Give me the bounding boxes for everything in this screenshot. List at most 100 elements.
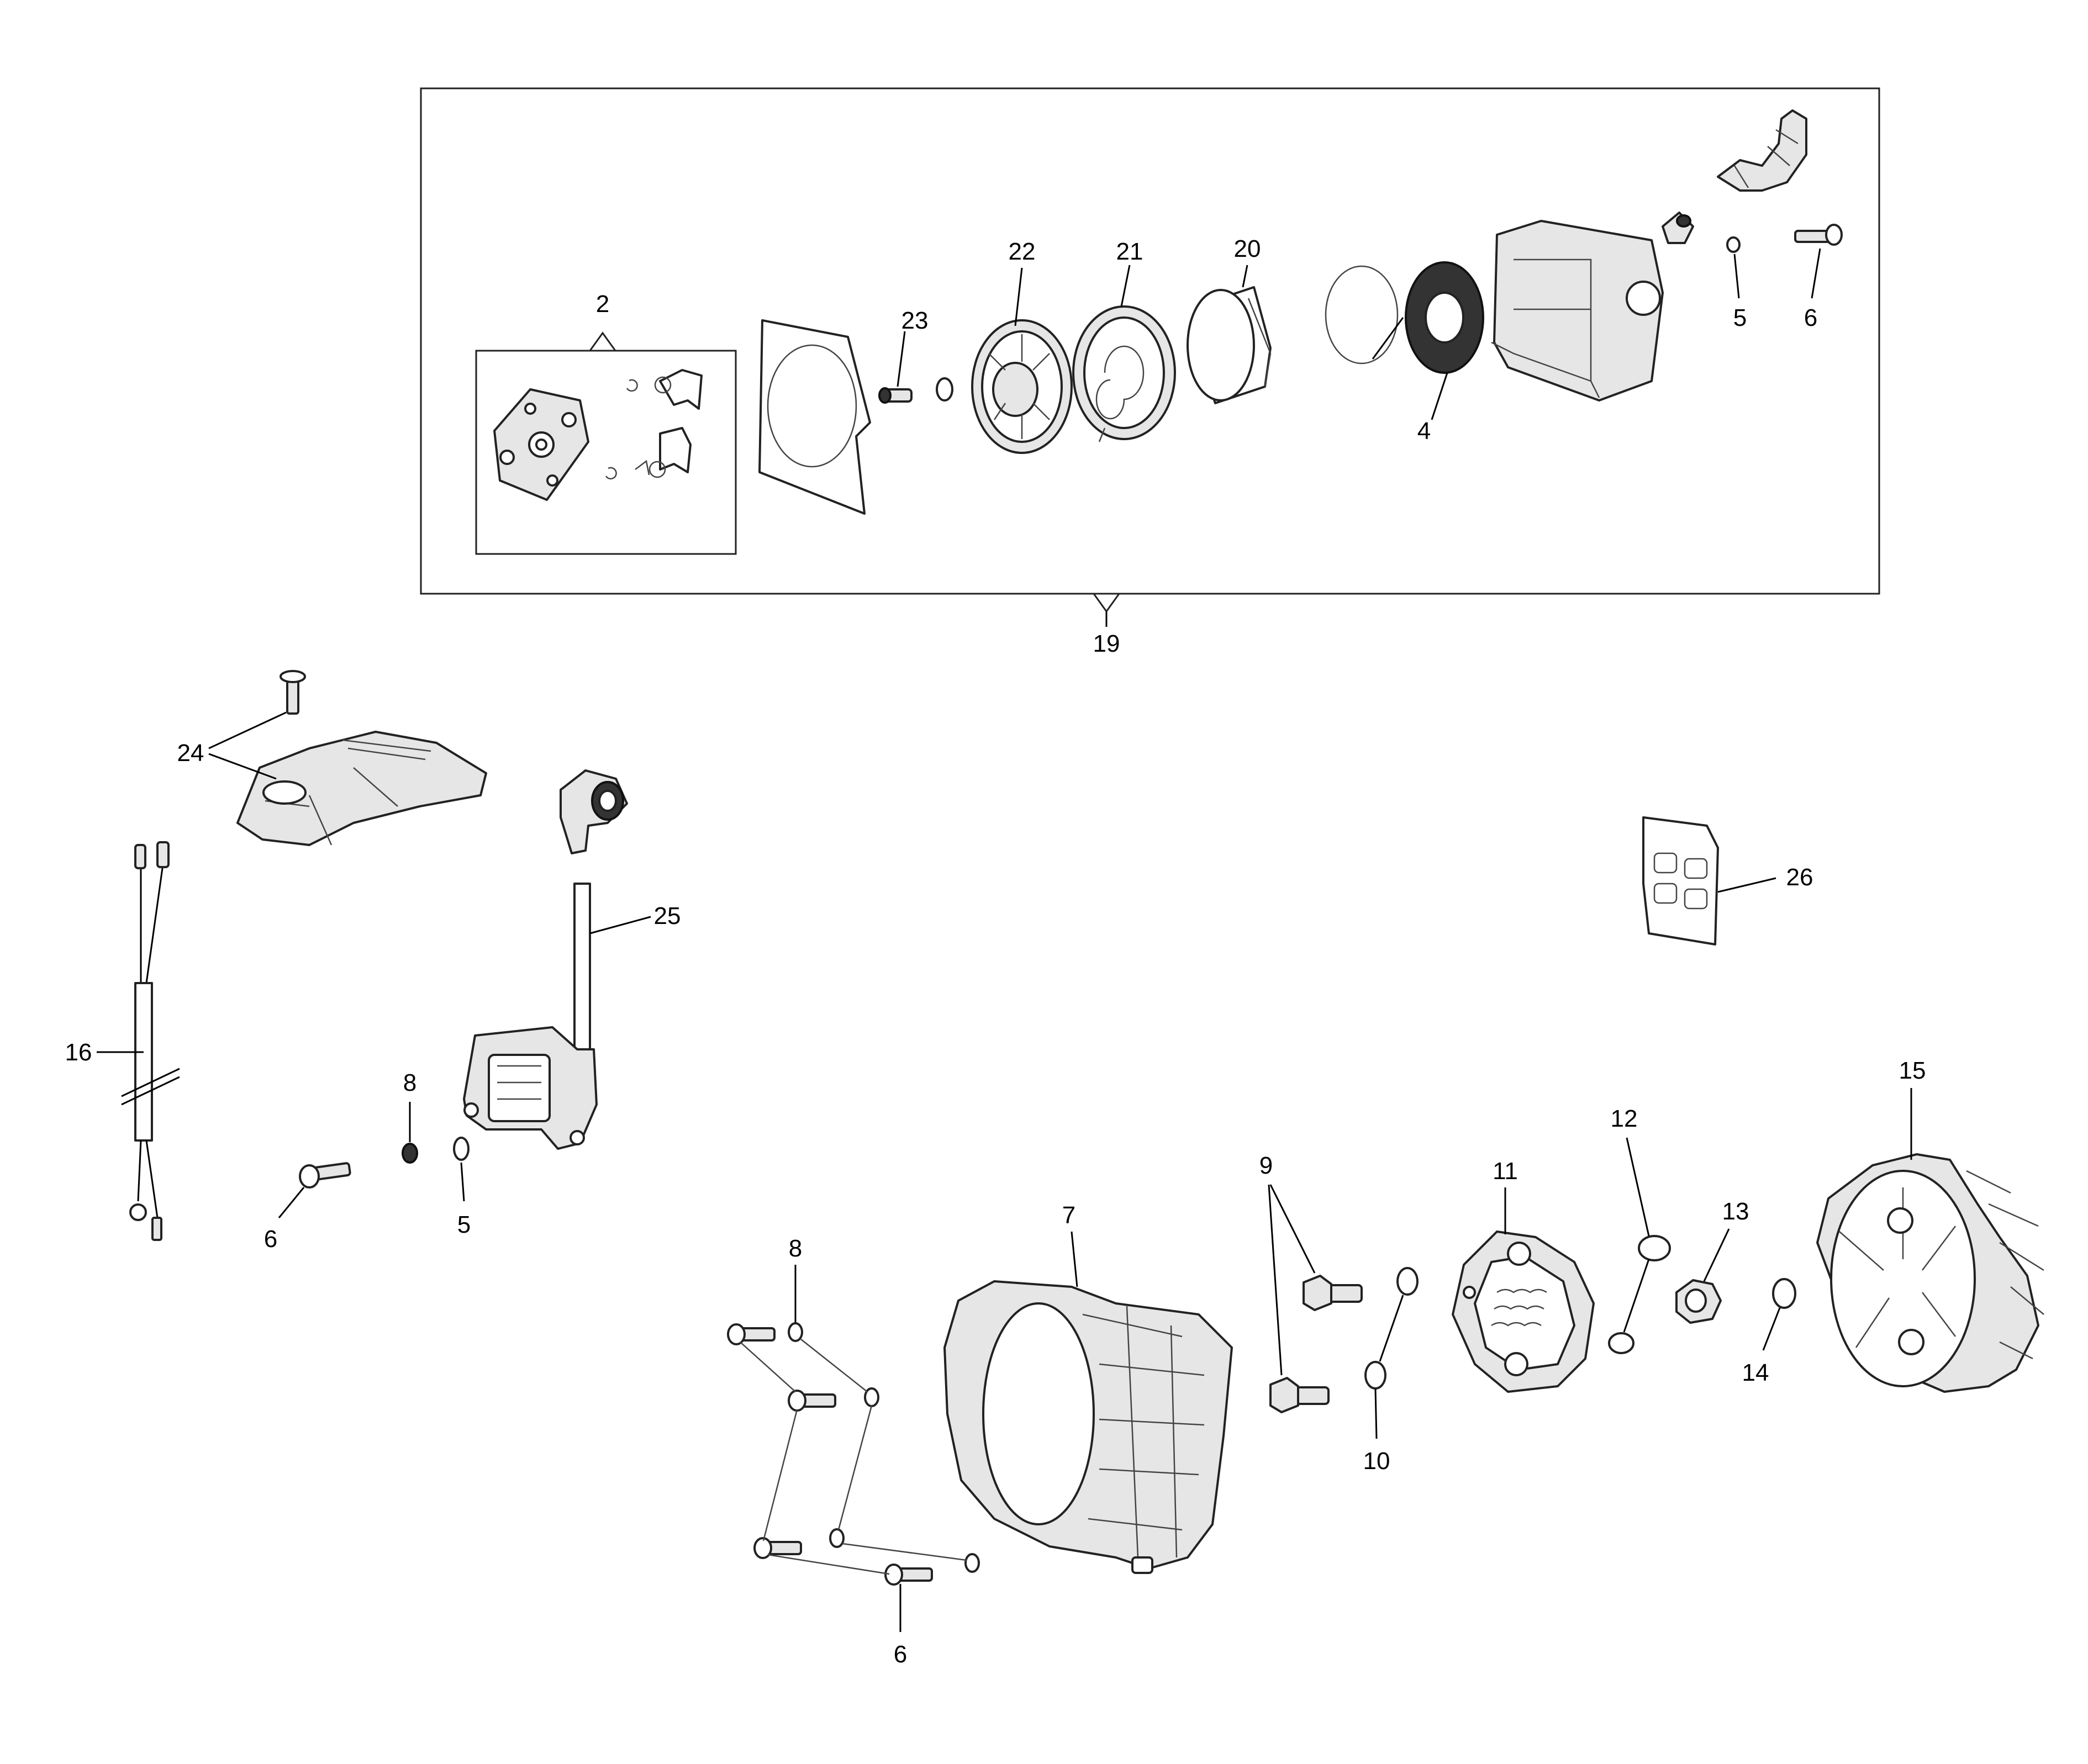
- callout-26-leader: [1717, 877, 1776, 893]
- bolt-6-top: [1794, 224, 1843, 246]
- spark-plug-boot-part: [560, 769, 628, 854]
- washer-10-b: [1364, 1361, 1386, 1390]
- callout-23: 23: [901, 307, 929, 334]
- fan-housing-bolts: 8 6: [727, 1235, 980, 1668]
- callout-15: 15: [1899, 1057, 1926, 1084]
- washer-10-a: [1396, 1267, 1419, 1296]
- callout-24-leader-b: [208, 753, 277, 780]
- washer-8-d: [964, 1553, 980, 1573]
- washer-5-mid: [453, 1137, 470, 1161]
- wiring-harness-16: [121, 841, 180, 1241]
- washer-12-b: [1608, 1332, 1634, 1354]
- seal-4: [1405, 261, 1484, 374]
- callout-6-low: 6: [894, 1641, 907, 1668]
- nut-13: [1675, 1279, 1722, 1324]
- callout-21-leader: [1120, 265, 1131, 307]
- callout-25: 25: [654, 902, 681, 929]
- callout-26: 26: [1786, 864, 1813, 891]
- callout-24-leader-a: [208, 711, 287, 749]
- assembly-19-frame: [420, 87, 1880, 595]
- starter-housing-part: [1491, 220, 1664, 402]
- bolt-6-d: [884, 1564, 933, 1586]
- fan-housing-7: [943, 1280, 1233, 1574]
- assembly-line-f: [842, 1543, 967, 1561]
- callout-7-leader: [1071, 1231, 1078, 1287]
- pawl-parts: [605, 369, 703, 480]
- assembly-line-e: [767, 1554, 890, 1575]
- rope-bushing-part: [1662, 212, 1694, 244]
- callout-9-leader-a: [1269, 1184, 1316, 1274]
- ignition-cover-24: [236, 731, 487, 846]
- pulley-22: [971, 319, 1073, 454]
- assembly-line-a: [740, 1342, 796, 1392]
- ignition-coil-part: [463, 1026, 598, 1150]
- callout-4-leader: [1431, 372, 1448, 420]
- label-26: [1642, 816, 1719, 946]
- callout-4: 4: [1417, 418, 1431, 445]
- washer-12-a: [1638, 1235, 1671, 1261]
- starter-rope-part: [1325, 265, 1399, 365]
- callout-20-leader: [1242, 265, 1248, 288]
- callout-8-low: 8: [789, 1235, 802, 1262]
- callout-5-leader-mid: [460, 1162, 465, 1202]
- spring-cup-20: [1187, 286, 1272, 404]
- callout-12-leader: [1626, 1137, 1650, 1237]
- washer-8-c: [829, 1528, 845, 1548]
- ignition-group: 24 25: [65, 670, 681, 1253]
- rope-end: [1372, 317, 1404, 360]
- callout-13-leader: [1703, 1228, 1730, 1282]
- assembly-2-frame: [475, 350, 737, 555]
- bolt-6-a: [727, 1323, 776, 1345]
- callout-10-leader: [1374, 1388, 1378, 1439]
- callout-25-leader: [589, 916, 651, 934]
- callout-2: 2: [596, 291, 609, 318]
- callout-23-leader: [897, 331, 906, 387]
- callout-12: 12: [1611, 1105, 1638, 1132]
- callout-10: 10: [1363, 1448, 1390, 1475]
- rope-grip-part: [1717, 109, 1807, 192]
- callout-13: 13: [1722, 1198, 1749, 1225]
- screw-23: [878, 387, 913, 404]
- callout-22-leader: [1014, 267, 1023, 326]
- flywheel-15: [1816, 1153, 2044, 1393]
- bolt-6-mid: [299, 1162, 351, 1189]
- shoulder-bolt-9-a: [1303, 1275, 1363, 1311]
- callout-14-leader: [1762, 1307, 1781, 1351]
- recoil-spring-21: [1072, 305, 1176, 442]
- assembly-19-pointer: [1093, 593, 1120, 613]
- washer-12-link: [1623, 1259, 1650, 1333]
- callout-9: 9: [1259, 1152, 1273, 1179]
- callout-6-top: 6: [1804, 304, 1817, 331]
- clutch-11: [1452, 1230, 1595, 1393]
- callout-16: 16: [65, 1039, 92, 1066]
- assembly-line-d: [837, 1405, 873, 1530]
- callout-21: 21: [1116, 238, 1143, 265]
- callout-22: 22: [1009, 238, 1036, 265]
- callout-9-leader-b: [1268, 1184, 1283, 1376]
- callout-5-mid: 5: [457, 1211, 471, 1238]
- bolt-6-b: [788, 1390, 836, 1412]
- pawl-carrier-part: [493, 388, 589, 501]
- gasket-bore: [767, 344, 857, 468]
- gasket-part: [758, 319, 871, 515]
- assembly-2-pointer: [589, 331, 616, 351]
- washer-8-a: [788, 1322, 803, 1342]
- ignition-lead-25: [573, 883, 591, 1050]
- assembly-line-b: [800, 1339, 868, 1392]
- callout-5-top: 5: [1733, 304, 1747, 331]
- callout-7: 7: [1062, 1202, 1075, 1229]
- callout-11: 11: [1493, 1158, 1518, 1185]
- washer-8-mid: [402, 1143, 418, 1164]
- washer-5-top: [1726, 236, 1741, 253]
- bolt-24: [280, 670, 306, 715]
- callout-6-mid: 6: [264, 1226, 277, 1253]
- assembly-line-c: [762, 1409, 798, 1541]
- washer-14: [1772, 1278, 1796, 1309]
- shoulder-bolt-9-b: [1269, 1377, 1330, 1413]
- washer-10-link: [1379, 1295, 1404, 1362]
- callout-5-leader-top: [1733, 253, 1740, 299]
- callout-6-leader-mid: [278, 1187, 305, 1218]
- callout-8-mid: 8: [403, 1069, 416, 1096]
